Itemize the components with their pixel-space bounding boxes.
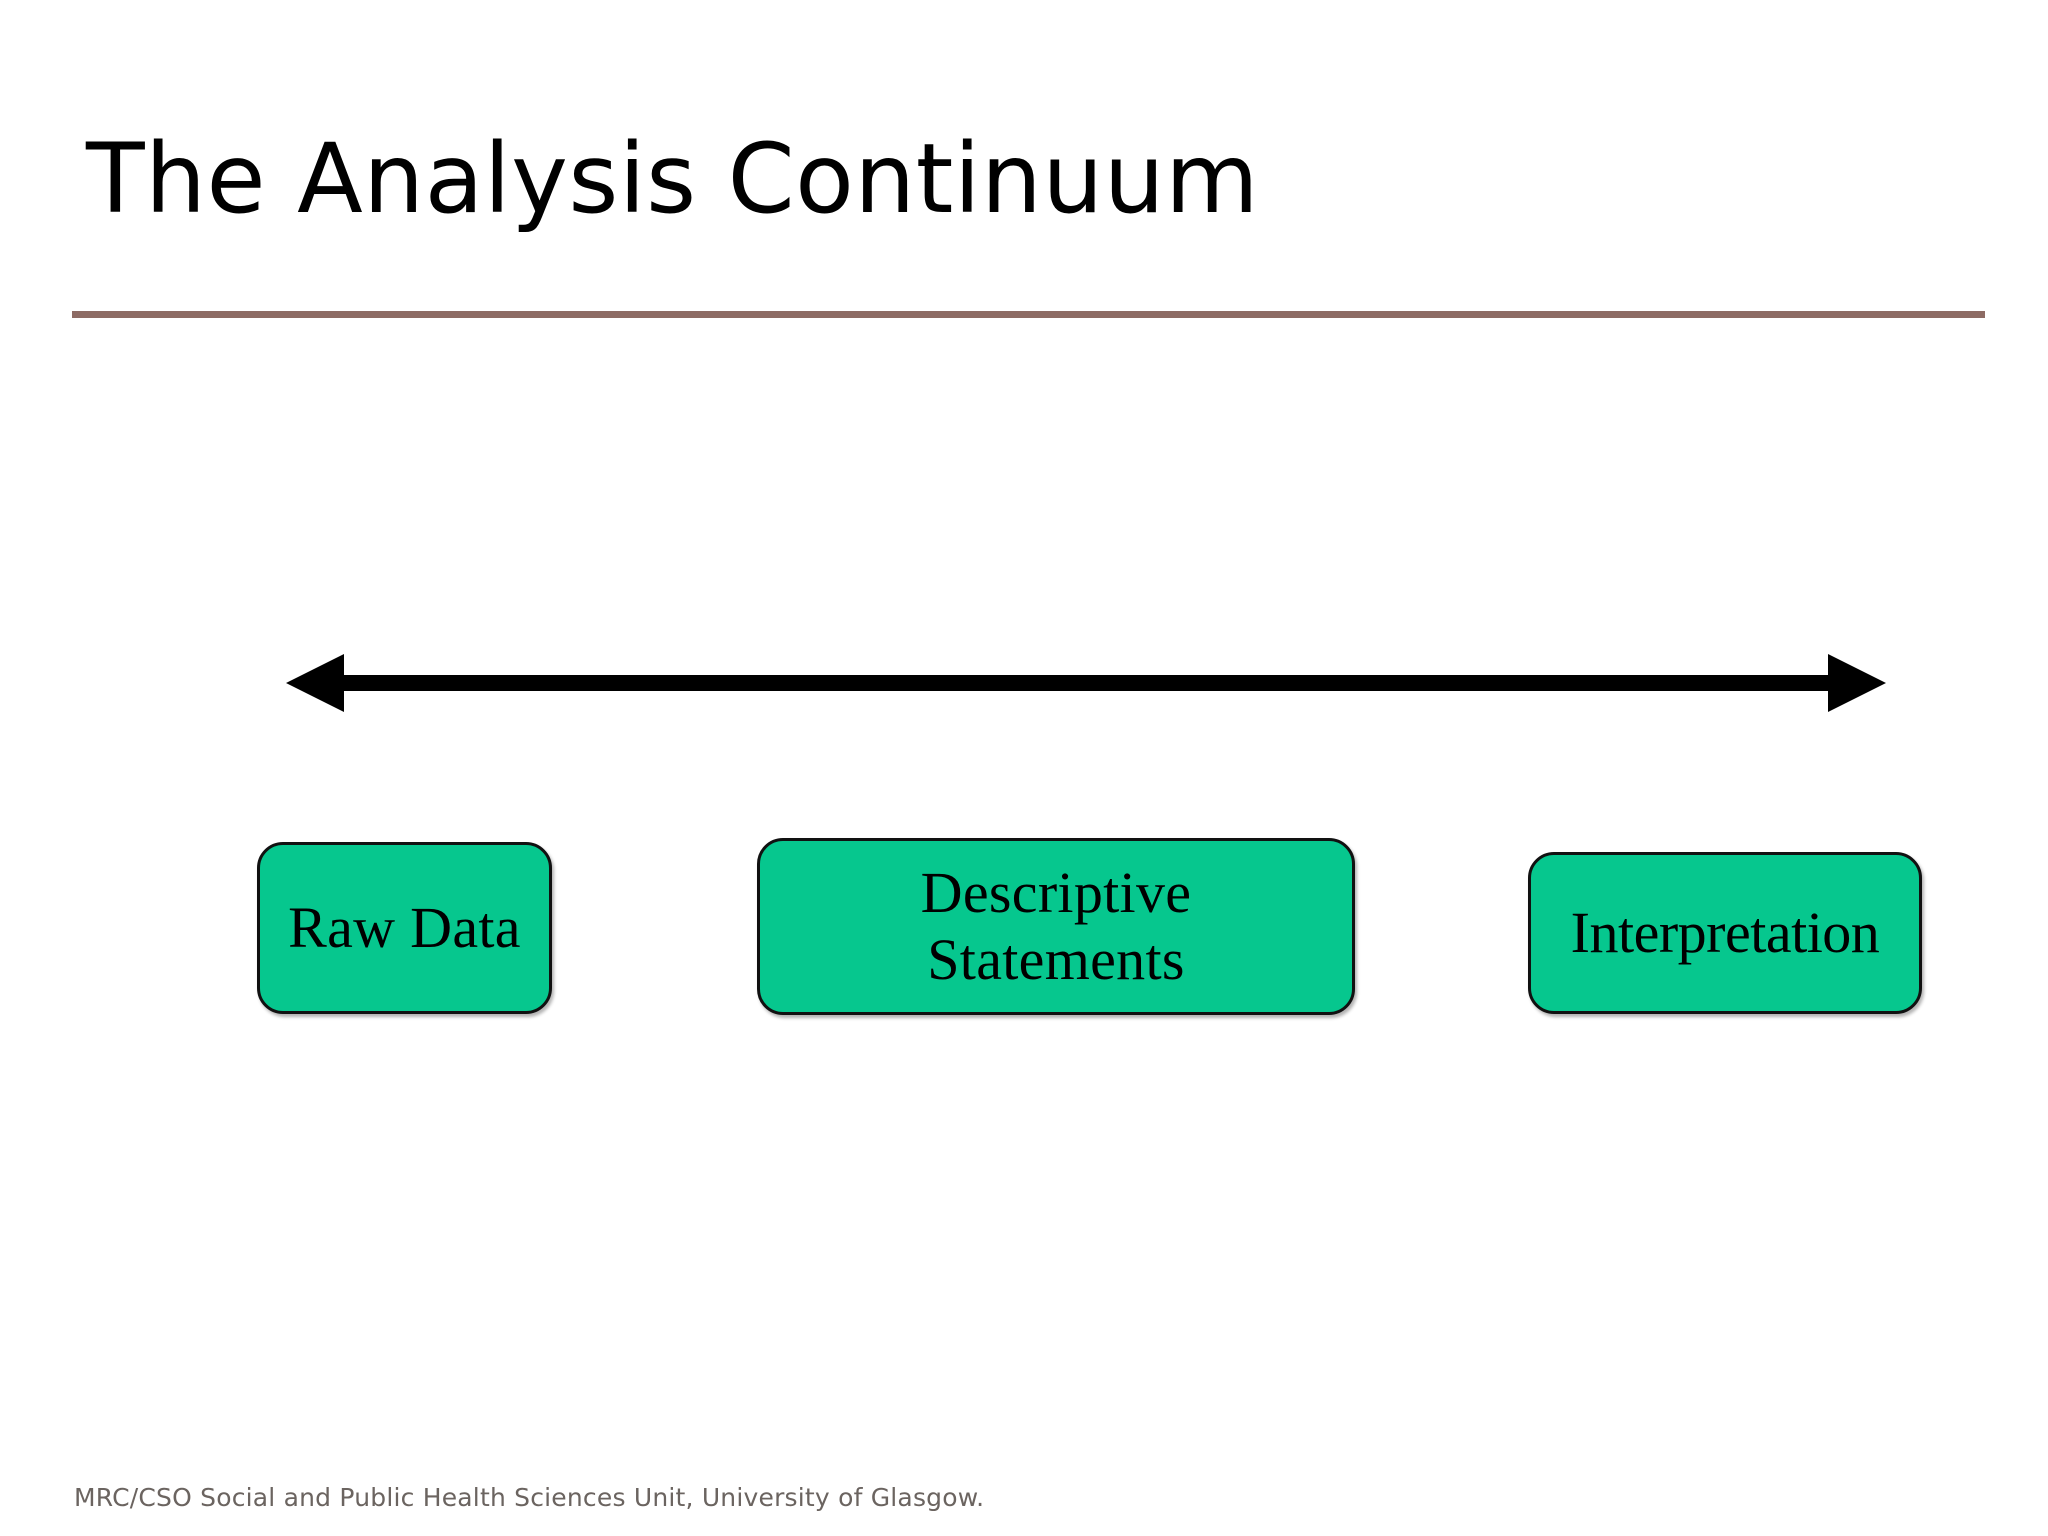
page-title: The Analysis Continuum xyxy=(86,123,1260,235)
stage-label-raw-data: Raw Data xyxy=(288,894,521,960)
arrow-head-left xyxy=(286,654,344,712)
stage-box-raw-data: Raw Data xyxy=(257,842,552,1014)
stage-box-interpretation: Interpretation xyxy=(1528,852,1922,1014)
stage-label-descriptive-statements: Descriptive Statements xyxy=(920,860,1192,992)
title-divider xyxy=(72,311,1985,318)
double-headed-arrow-icon xyxy=(286,654,1886,712)
arrow-shaft xyxy=(342,675,1830,691)
continuum-double-arrow-icon xyxy=(286,648,1886,718)
arrow-head-right xyxy=(1828,654,1886,712)
stage-label-interpretation: Interpretation xyxy=(1570,899,1880,965)
slide-footer: MRC/CSO Social and Public Health Science… xyxy=(74,1483,985,1512)
stage-box-descriptive-statements: Descriptive Statements xyxy=(757,838,1355,1015)
